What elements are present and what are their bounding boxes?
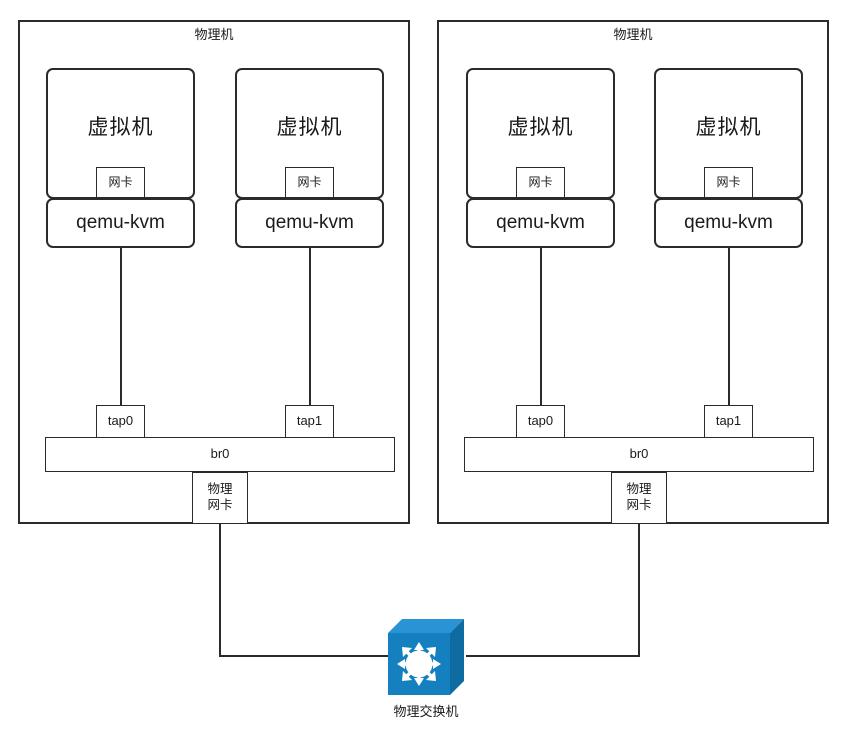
qemu-kvm-1-2[interactable]: qemu-kvm xyxy=(235,198,384,248)
vm-nic-1-1[interactable]: 网卡 xyxy=(96,167,145,198)
host-title: 物理机 xyxy=(194,27,234,42)
tap-device-2-1[interactable]: tap0 xyxy=(516,405,565,438)
virtual-machine-2-2[interactable]: 虚拟机 xyxy=(654,68,803,199)
link-host2-switch-horizontal xyxy=(466,655,639,657)
bridge-br0-2[interactable]: br0 xyxy=(464,437,814,472)
connector-qemu-tap-1-1 xyxy=(120,248,122,405)
link-host2-switch-vertical xyxy=(638,523,640,657)
physical-nic-line-2: 网卡 xyxy=(626,498,652,512)
physical-nic-2[interactable]: 物理 网卡 xyxy=(611,472,667,524)
physical-nic-line-2: 网卡 xyxy=(207,498,233,512)
vm-nic-2-2[interactable]: 网卡 xyxy=(704,167,753,198)
virtual-machine-2-1[interactable]: 虚拟机 xyxy=(466,68,615,199)
physical-nic-line-1: 物理 xyxy=(626,482,652,497)
tap-device-1-2[interactable]: tap1 xyxy=(285,405,334,438)
physical-switch-label: 物理交换机 xyxy=(393,704,459,719)
link-host1-switch-horizontal xyxy=(219,655,389,657)
vm-label: 虚拟机 xyxy=(276,116,343,139)
physical-nic-1[interactable]: 物理 网卡 xyxy=(192,472,248,524)
connector-qemu-tap-2-1 xyxy=(540,248,542,405)
qemu-kvm-2-2[interactable]: qemu-kvm xyxy=(654,198,803,248)
vm-nic-2-1[interactable]: 网卡 xyxy=(516,167,565,198)
qemu-kvm-1-1[interactable]: qemu-kvm xyxy=(46,198,195,248)
vm-label: 虚拟机 xyxy=(87,116,154,139)
bridge-br0-1[interactable]: br0 xyxy=(45,437,395,472)
vm-label: 虚拟机 xyxy=(507,116,574,139)
vm-label: 虚拟机 xyxy=(695,116,762,139)
vm-nic-1-2[interactable]: 网卡 xyxy=(285,167,334,198)
connector-qemu-tap-1-2 xyxy=(309,248,311,405)
network-switch-icon xyxy=(388,619,464,695)
host-title: 物理机 xyxy=(613,27,653,42)
connector-qemu-tap-2-2 xyxy=(728,248,730,405)
qemu-kvm-2-1[interactable]: qemu-kvm xyxy=(466,198,615,248)
tap-device-1-1[interactable]: tap0 xyxy=(96,405,145,438)
physical-switch[interactable]: 物理交换机 xyxy=(386,617,466,719)
tap-device-2-2[interactable]: tap1 xyxy=(704,405,753,438)
physical-nic-line-1: 物理 xyxy=(207,482,233,497)
link-host1-switch-vertical xyxy=(219,523,221,657)
